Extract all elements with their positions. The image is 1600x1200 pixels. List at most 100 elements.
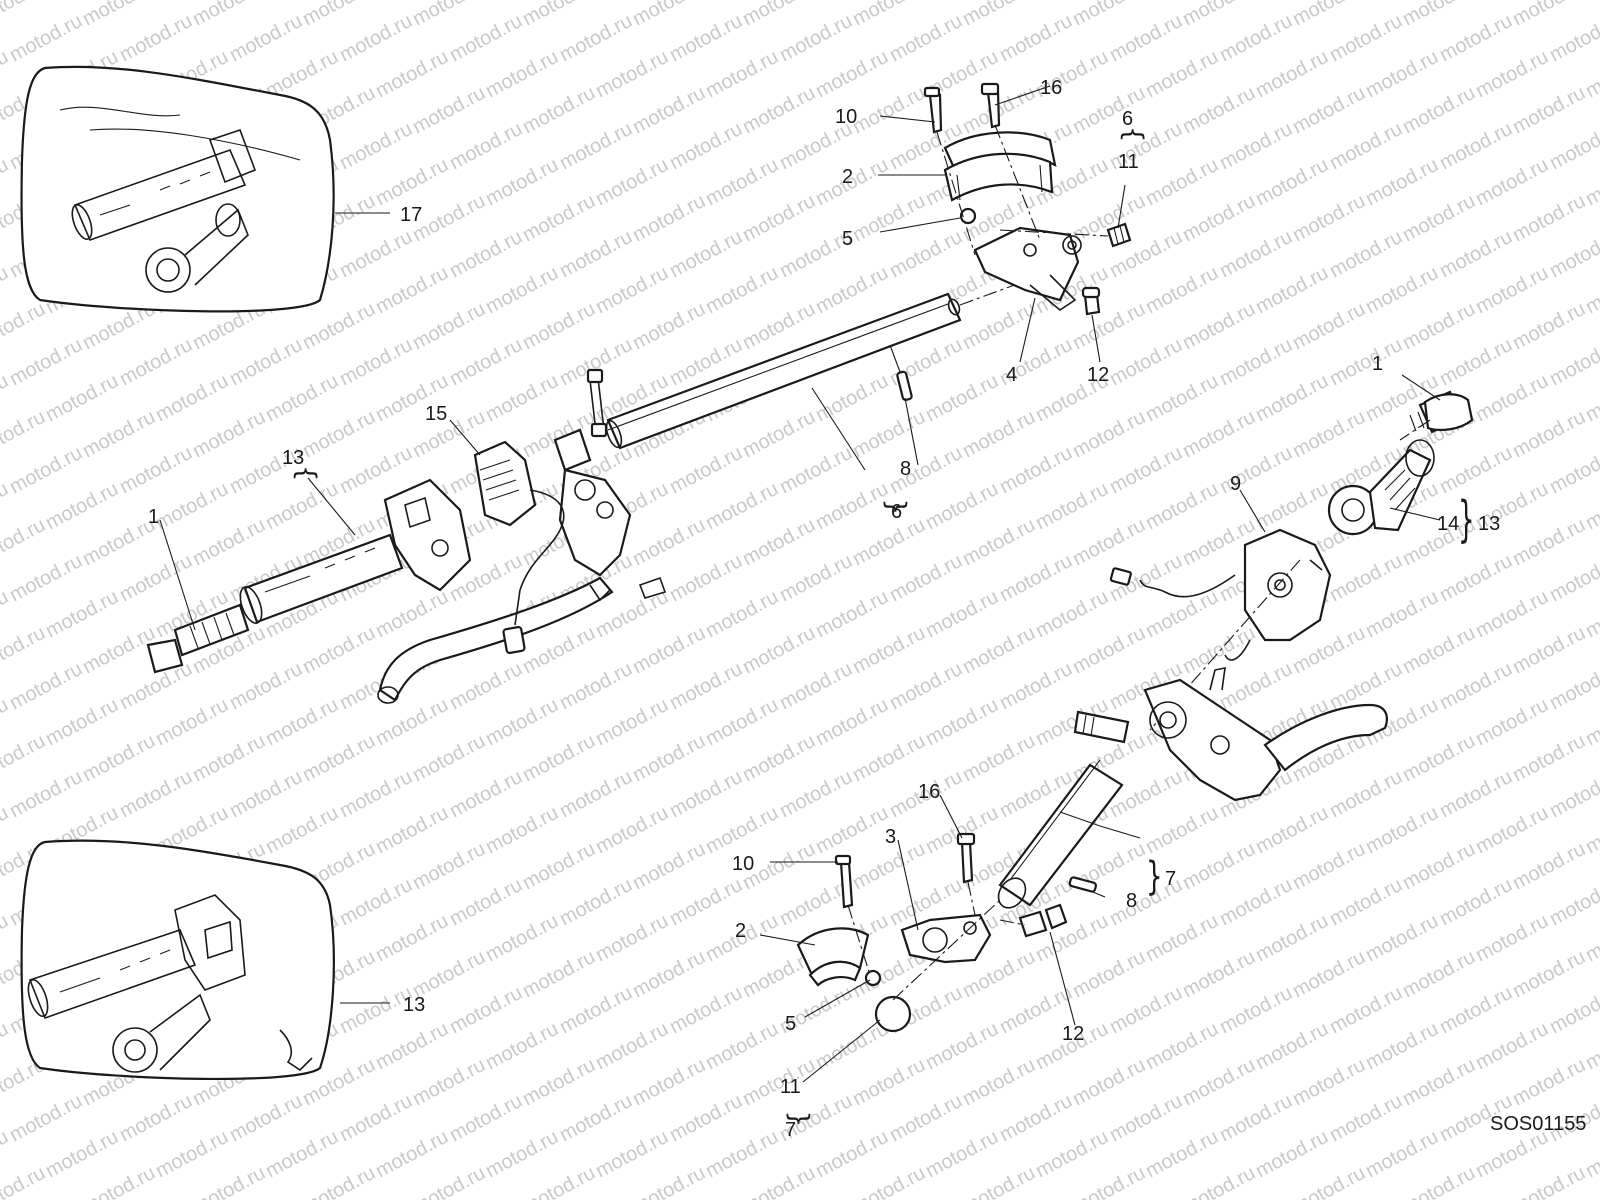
watermark-text: motod.ru: [629, 1054, 709, 1110]
watermark-text: motod.ru: [519, 190, 599, 246]
watermark-text: motod.ru: [1216, 334, 1296, 390]
watermark-text: motod.ru: [702, 262, 782, 318]
watermark-text: motod.ru: [776, 766, 856, 822]
watermark-text: motod.ru: [629, 1162, 709, 1200]
watermark-text: motod.ru: [922, 478, 1002, 534]
watermark-text: motod.ru: [629, 190, 709, 246]
watermark-text: motod.ru: [409, 1054, 489, 1110]
watermark-text: motod.ru: [812, 262, 892, 318]
brace-6-top: {: [1118, 126, 1148, 143]
watermark-text: motod.ru: [1546, 982, 1600, 1038]
watermark-text: motod.ru: [1216, 874, 1296, 930]
watermark-text: motod.ru: [666, 1090, 746, 1146]
watermark-text: motod.ru: [1252, 154, 1332, 210]
watermark-text: motod.ru: [1509, 514, 1589, 570]
clamp-base-upper: [973, 226, 1082, 311]
watermark-text: motod.ru: [42, 1126, 122, 1182]
watermark-text: motod.ru: [1509, 1162, 1589, 1200]
callout-2-bottom: 2: [735, 920, 746, 942]
watermark-text: motod.ru: [116, 1090, 196, 1146]
watermark-text: motod.ru: [299, 406, 379, 462]
watermark-text: motod.ru: [959, 730, 1039, 786]
watermark-text: motod.ru: [226, 10, 306, 66]
callout-15: 15: [425, 403, 447, 425]
watermark-text: motod.ru: [79, 406, 159, 462]
watermark-text: motod.ru: [519, 730, 599, 786]
brake-master-cylinder: [1073, 666, 1388, 802]
watermark-text: motod.ru: [1362, 154, 1442, 210]
watermark-text: motod.ru: [299, 622, 379, 678]
callout-8-bottom: 8: [1126, 890, 1137, 912]
watermark-text: motod.ru: [1546, 334, 1600, 390]
watermark-text: motod.ru: [1472, 694, 1552, 750]
watermark-text: motod.ru: [666, 766, 746, 822]
watermark-text: motod.ru: [1399, 838, 1479, 894]
watermark-text: motod.ru: [226, 334, 306, 390]
watermark-text: motod.ru: [152, 1126, 232, 1182]
watermark-text: motod.ru: [776, 442, 856, 498]
watermark-text: motod.ru: [1326, 226, 1406, 282]
watermark-text: motod.ru: [1362, 46, 1442, 102]
watermark-text: motod.ru: [1289, 1054, 1369, 1110]
watermark-text: motod.ru: [1289, 298, 1369, 354]
watermark-text: motod.ru: [556, 10, 636, 66]
watermark-text: motod.ru: [519, 1054, 599, 1110]
watermark-text: motod.ru: [1289, 1162, 1369, 1200]
watermark-text: motod.ru: [922, 586, 1002, 642]
watermark-text: motod.ru: [1326, 766, 1406, 822]
watermark-text: motod.ru: [666, 982, 746, 1038]
watermark-text: motod.ru: [0, 298, 49, 354]
watermark-text: motod.ru: [1142, 1018, 1222, 1074]
watermark-text: motod.ru: [1179, 838, 1259, 894]
watermark-text: motod.ru: [262, 802, 342, 858]
watermark-text: motod.ru: [6, 10, 86, 66]
watermark-text: motod.ru: [152, 478, 232, 534]
watermark-text: motod.ru: [1216, 982, 1296, 1038]
callout-4: 4: [1006, 364, 1017, 386]
watermark-text: motod.ru: [1179, 190, 1259, 246]
watermark-text: motod.ru: [849, 1054, 929, 1110]
watermark-text: motod.ru: [1436, 982, 1516, 1038]
watermark-text: motod.ru: [1142, 586, 1222, 642]
watermark-text: motod.ru: [1069, 190, 1149, 246]
watermark-text: motod.ru: [1069, 514, 1149, 570]
watermark-text: motod.ru: [482, 370, 562, 426]
watermark-text: motod.ru: [189, 514, 269, 570]
watermark-text: motod.ru: [1399, 190, 1479, 246]
watermark-text: motod.ru: [1179, 298, 1259, 354]
callout-13-right: 13: [1478, 513, 1500, 535]
watermark-text: motod.ru: [189, 406, 269, 462]
watermark-text: motod.ru: [1509, 298, 1589, 354]
watermark-text: motod.ru: [519, 838, 599, 894]
left-switch-module: [473, 440, 537, 527]
watermark-text: motod.ru: [1179, 0, 1259, 30]
watermark-text: motod.ru: [1436, 334, 1516, 390]
watermark-text: motod.ru: [446, 1090, 526, 1146]
watermark-text: motod.ru: [1032, 478, 1112, 534]
watermark-text: motod.ru: [702, 478, 782, 534]
watermark-text: motod.ru: [739, 730, 819, 786]
callout-1-left: 1: [148, 506, 159, 528]
callout-7-right: 7: [1165, 868, 1176, 890]
watermark-text: motod.ru: [482, 694, 562, 750]
callout-16-top: 16: [1040, 77, 1062, 99]
watermark-text: motod.ru: [812, 694, 892, 750]
watermark-text: motod.ru: [556, 118, 636, 174]
watermark-text: motod.ru: [336, 118, 416, 174]
watermark-text: motod.ru: [849, 0, 929, 30]
watermark-text: motod.ru: [886, 442, 966, 498]
watermark-text: motod.ru: [629, 514, 709, 570]
watermark-text: motod.ru: [1142, 910, 1222, 966]
watermark-text: motod.ru: [0, 1162, 49, 1200]
watermark-text: motod.ru: [996, 442, 1076, 498]
watermark-text: motod.ru: [519, 82, 599, 138]
watermark-text: motod.ru: [226, 1090, 306, 1146]
watermark-text: motod.ru: [409, 730, 489, 786]
watermark-text: motod.ru: [262, 1126, 342, 1182]
callout-5-bottom: 5: [785, 1013, 796, 1035]
watermark-text: motod.ru: [702, 1018, 782, 1074]
watermark-text: motod.ru: [226, 658, 306, 714]
watermark-text: motod.ru: [1252, 262, 1332, 318]
watermark-text: motod.ru: [519, 1162, 599, 1200]
